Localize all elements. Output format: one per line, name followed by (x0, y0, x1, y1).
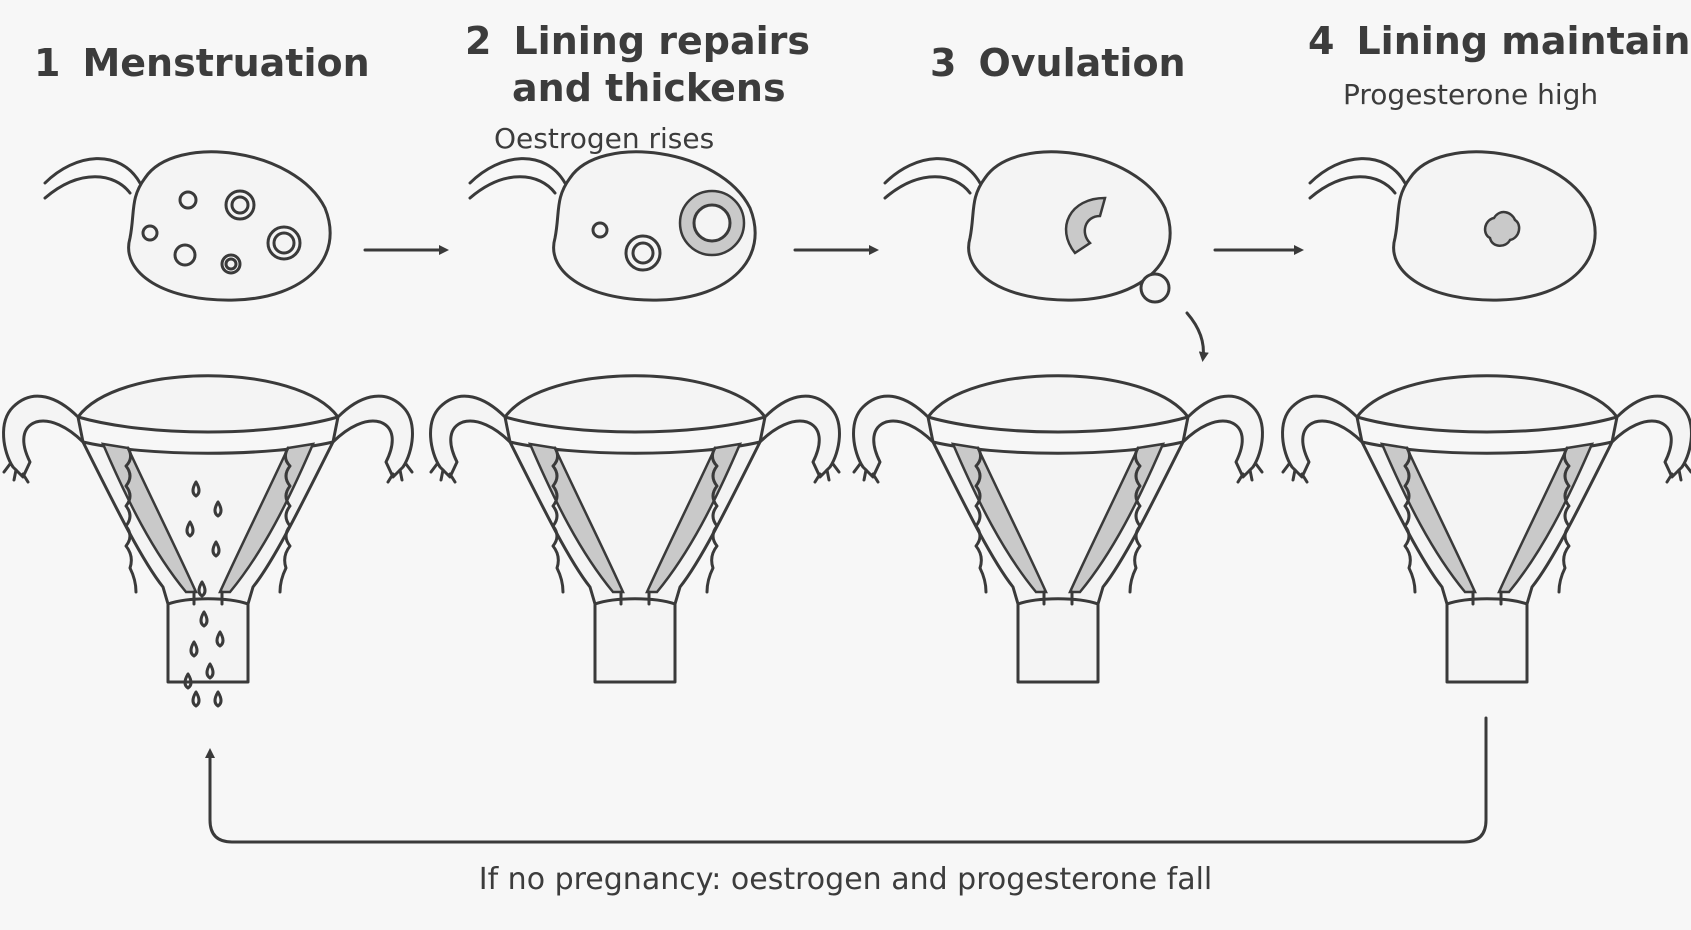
cycle-note: If no pregnancy: oestrogen and progester… (478, 862, 1213, 897)
follicle (591, 221, 609, 239)
follicle (141, 224, 159, 242)
follicle (220, 253, 242, 275)
egg-path-arrow (1185, 311, 1209, 362)
corpus-luteum (1483, 210, 1521, 247)
stage-1-ovary (43, 150, 332, 302)
stage-4-note: Progesterone high (1343, 78, 1599, 111)
stage-3-number: 3 (930, 41, 957, 85)
cycle-return-arrow (205, 716, 1488, 844)
stage-2-title-line-2: and thickens (512, 66, 786, 110)
stage-1-title-line-1: Menstruation (82, 41, 370, 85)
stage-1-number: 1 (34, 41, 61, 85)
stage-2-title: 2 Lining repairs and thickens (465, 18, 810, 112)
follicle (624, 234, 662, 272)
stage-1-uterus (2, 374, 414, 708)
stage-2-title-line-1: Lining repairs (513, 19, 810, 63)
follicle (178, 190, 198, 210)
follicle (173, 243, 197, 267)
stage-4-uterus (1281, 374, 1691, 684)
stage-1-title: 1 Menstruation (34, 40, 370, 87)
stage-4-number: 4 (1308, 19, 1335, 63)
egg (1139, 272, 1171, 304)
stage-3-uterus (852, 374, 1264, 684)
follicle (224, 189, 256, 221)
stage-4-ovary (1308, 150, 1597, 302)
stage-2-ovary (468, 150, 757, 302)
stage-3-ovary (883, 150, 1209, 362)
stage-3-title: 3 Ovulation (930, 40, 1186, 87)
menstrual-drops (183, 480, 225, 708)
stage-2-uterus (429, 374, 841, 684)
stage-4-title-line-1: Lining maintained (1356, 19, 1691, 63)
follicle (266, 225, 302, 261)
stage-2-note: Oestrogen rises (494, 122, 715, 155)
ruptured-follicle (1064, 196, 1107, 255)
stage-4-title: 4 Lining maintained (1308, 18, 1691, 65)
stage-2-number: 2 (465, 19, 492, 63)
stage-3-title-line-1: Ovulation (978, 41, 1186, 85)
